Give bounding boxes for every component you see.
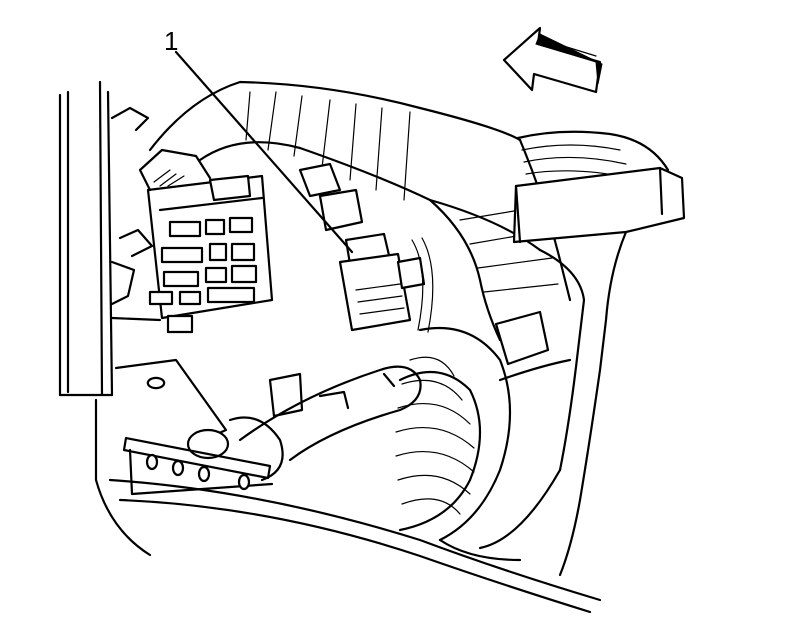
panel-hole [237,473,251,491]
steering-column [114,358,422,482]
inline-connectors [298,162,434,333]
panel-hole [145,453,159,471]
cowl-housing [478,248,586,550]
lower-dash-panel [108,436,602,614]
callout-1-label: 1 [164,26,179,56]
corrugated-conduit [395,326,522,562]
junction-block [138,148,274,334]
pillar-trim [58,80,152,557]
panel-hole [171,459,185,477]
front-of-vehicle-arrow [502,26,603,94]
pillar-brackets [110,106,162,322]
main-harness [148,80,572,342]
callout-1-leader [174,50,354,254]
panel-hole [197,465,211,483]
wire-bundle-upper-right [512,130,686,577]
